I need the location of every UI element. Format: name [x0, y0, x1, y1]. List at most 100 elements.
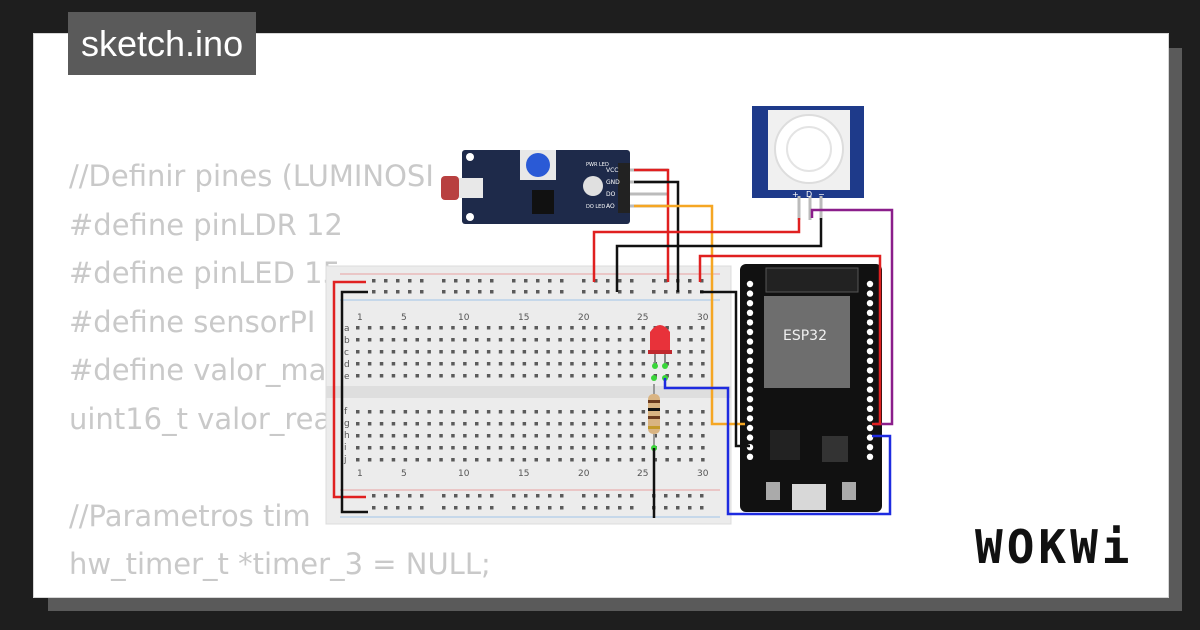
breadboard-hole — [701, 410, 705, 414]
breadboard-holes — [356, 279, 705, 510]
breadboard-hole — [475, 338, 479, 342]
breadboard-hole — [546, 326, 550, 330]
breadboard-hole — [486, 326, 491, 330]
breadboard-hole — [594, 350, 598, 354]
breadboard-hole — [701, 326, 705, 330]
esp32-pin — [746, 290, 754, 297]
column-number: 10 — [458, 469, 470, 479]
potentiometer-icon[interactable] — [526, 153, 550, 177]
breadboard-hole — [391, 434, 396, 438]
breadboard-hole — [510, 362, 515, 366]
breadboard-hole — [379, 350, 384, 354]
pir-sensor[interactable]: + D − — [752, 106, 864, 220]
file-tab[interactable]: sketch.ino — [68, 12, 257, 75]
breadboard-hole — [522, 434, 527, 438]
breadboard-hole — [641, 410, 646, 414]
breadboard-hole — [415, 362, 419, 366]
breadboard-hole — [630, 494, 634, 498]
breadboard-hole — [451, 338, 455, 342]
breadboard-hole — [701, 374, 705, 378]
breadboard-hole — [606, 290, 610, 294]
pin-label: − — [818, 190, 825, 199]
esp32-board[interactable]: ESP32 — [740, 264, 882, 512]
breadboard-hole — [701, 362, 705, 366]
breadboard-hole — [665, 362, 669, 366]
breadboard-hole — [594, 422, 598, 426]
breadboard-hole — [427, 350, 431, 354]
breadboard-hole — [558, 410, 562, 414]
breadboard-hole — [408, 279, 412, 283]
breadboard-hole — [594, 279, 598, 283]
breadboard-hole — [396, 494, 400, 498]
breadboard-hole — [701, 434, 705, 438]
esp32-pin — [866, 396, 874, 403]
breadboard-hole — [582, 506, 586, 510]
breadboard-hole — [594, 410, 598, 414]
breadboard-hole — [427, 458, 431, 462]
esp32-pin — [866, 319, 874, 326]
breadboard-hole — [420, 494, 424, 498]
breadboard-hole — [451, 458, 455, 462]
column-number: 5 — [401, 469, 407, 479]
breadboard-hole — [408, 290, 412, 294]
column-number: 20 — [578, 313, 590, 323]
breadboard-hole — [546, 338, 550, 342]
column-number: 25 — [637, 313, 648, 323]
breadboard-hole — [415, 458, 419, 462]
code-line: #define pinLED 15 — [69, 256, 342, 290]
breadboard-hole — [420, 506, 424, 510]
breadboard-hole — [534, 446, 538, 450]
esp32-pin — [746, 280, 754, 288]
breadboard-hole — [510, 434, 515, 438]
breadboard-hole — [618, 506, 622, 510]
breadboard-hole — [439, 362, 443, 366]
breadboard-hole — [522, 362, 527, 366]
ldr-module[interactable]: PWR LED DO LED VCC GND DO AO — [441, 150, 668, 224]
row-letter: a — [344, 324, 350, 334]
esp32-pin — [746, 424, 754, 432]
breadboard-hole — [536, 290, 540, 294]
breadboard-hole — [356, 422, 360, 426]
breadboard-hole — [594, 338, 598, 342]
breadboard-hole — [558, 362, 562, 366]
breadboard-hole — [391, 362, 396, 366]
breadboard-hole — [356, 350, 360, 354]
breadboard: 1 5 10 15 20 25 30 1 5 10 15 20 25 30 a … — [325, 265, 732, 525]
breadboard-hole — [629, 362, 634, 366]
breadboard-hole — [498, 362, 503, 366]
breadboard-hole — [605, 446, 610, 450]
breadboard-hole — [629, 410, 634, 414]
breadboard-hole — [367, 374, 372, 378]
column-number: 5 — [401, 313, 407, 323]
breadboard-hole — [700, 506, 704, 510]
breadboard-hole — [391, 422, 396, 426]
breadboard-hole — [605, 374, 610, 378]
row-letter: g — [344, 419, 350, 429]
breadboard-hole — [367, 362, 372, 366]
pin-label: GND — [606, 179, 620, 186]
breadboard-hole — [582, 410, 586, 414]
breadboard-hole — [534, 434, 538, 438]
breadboard-hole — [475, 350, 479, 354]
breadboard-hole — [415, 422, 419, 426]
row-letter: j — [343, 455, 347, 465]
breadboard-hole — [677, 326, 681, 330]
breadboard-hole — [427, 326, 431, 330]
breadboard-hole — [427, 362, 431, 366]
resistor[interactable] — [648, 384, 660, 448]
reset-button[interactable] — [842, 482, 856, 500]
breadboard-hole — [510, 326, 515, 330]
esp32-pin — [866, 444, 874, 451]
boot-button[interactable] — [766, 482, 780, 500]
breadboard-hole — [379, 374, 384, 378]
breadboard-hole — [415, 434, 419, 438]
breadboard-hole — [689, 458, 693, 462]
breadboard-hole — [408, 494, 412, 498]
breadboard-hole — [356, 338, 360, 342]
breadboard-hole — [403, 458, 408, 462]
esp32-pin — [866, 415, 874, 422]
breadboard-hole — [498, 374, 503, 378]
breadboard-hole — [594, 362, 598, 366]
breadboard-hole — [442, 279, 446, 283]
breadboard-hole — [605, 326, 610, 330]
